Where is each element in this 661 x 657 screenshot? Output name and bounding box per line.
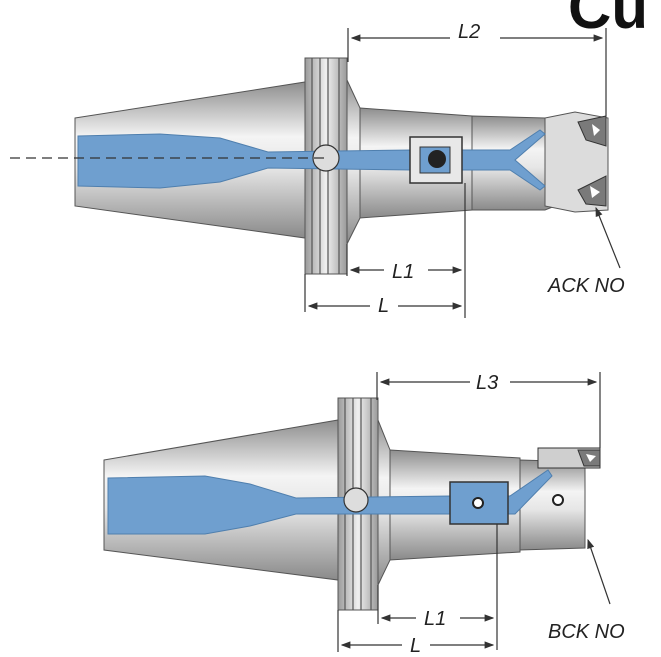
bottom-callout-label: BCK NO	[548, 621, 625, 643]
top-dimension-l2: L2	[347, 21, 607, 116]
top-flange-hole	[312, 144, 340, 172]
top-label-l: L	[378, 295, 389, 317]
top-callout: ACK NO	[547, 206, 625, 297]
bottom-label-l3: L3	[476, 372, 498, 394]
top-insert-upper	[577, 115, 607, 147]
top-tool-holder: L2 L1 L ACK NO	[10, 21, 625, 318]
heading-title: Cu	[568, 0, 648, 41]
bottom-front-section	[519, 459, 586, 551]
bottom-label-l: L	[410, 635, 421, 657]
top-dimension-l: L	[304, 274, 463, 317]
bottom-callout: BCK NO	[548, 538, 625, 643]
bottom-tool-holder: L3 L1 L BCK NO	[103, 372, 625, 657]
top-label-l2: L2	[458, 21, 480, 43]
top-adjust-screw	[428, 150, 446, 168]
top-adjust-screw-window	[409, 136, 463, 184]
bottom-dimension-l1: L1	[377, 524, 498, 650]
bottom-flange-hole	[343, 487, 369, 513]
bottom-label-l1: L1	[424, 608, 446, 630]
bottom-dimension-l3: L3	[376, 372, 601, 448]
bottom-front-screw	[552, 494, 564, 506]
top-label-l1: L1	[392, 261, 414, 283]
top-dimension-l1: L1	[346, 183, 466, 318]
bottom-adjust-screw	[472, 497, 484, 509]
bottom-dimension-l: L	[337, 610, 495, 657]
top-callout-label: ACK NO	[547, 275, 625, 297]
